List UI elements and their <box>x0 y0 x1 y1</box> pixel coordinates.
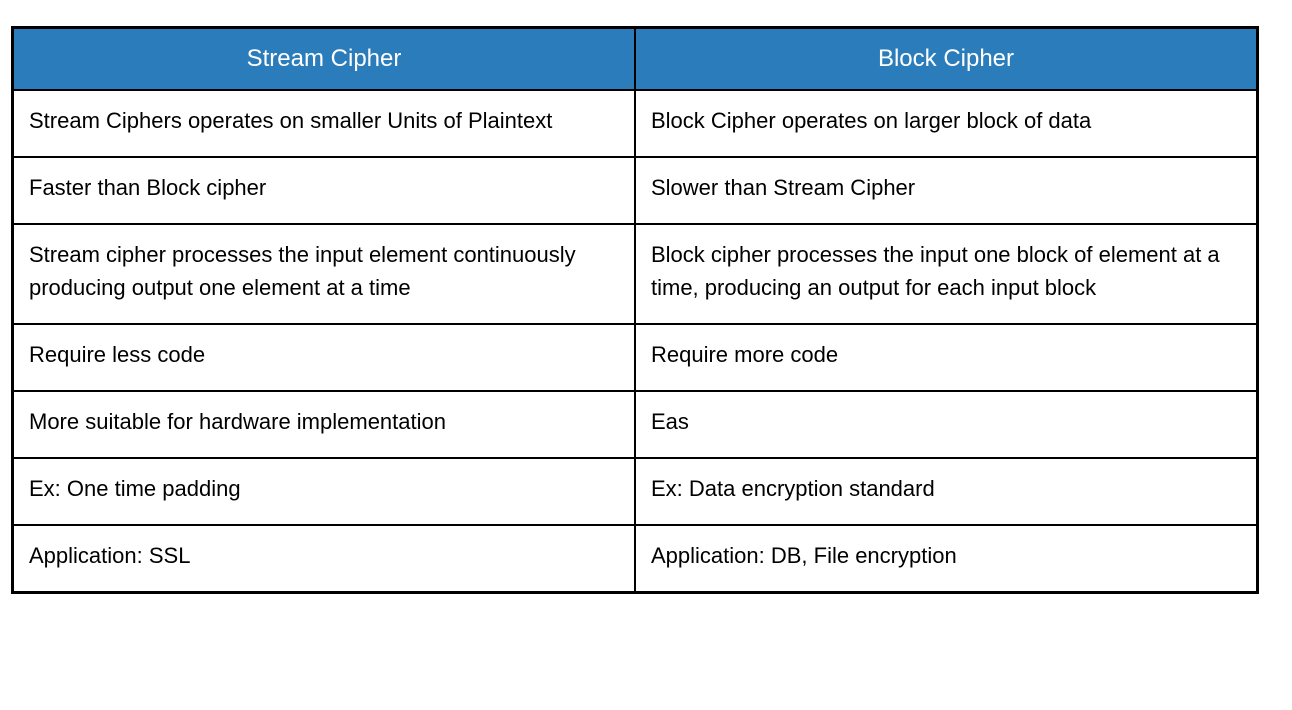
page: Stream Cipher Block Cipher Stream Cipher… <box>0 26 1292 710</box>
table-cell: Eas <box>634 390 1259 459</box>
table-cell: Application: SSL <box>11 524 636 594</box>
table-cell: Ex: Data encryption standard <box>634 457 1259 526</box>
header-cell-block-cipher: Block Cipher <box>634 26 1259 91</box>
table-body: Stream Ciphers operates on smaller Units… <box>11 89 1259 594</box>
table-cell: Stream Ciphers operates on smaller Units… <box>11 89 636 158</box>
table-cell: Stream cipher processes the input elemen… <box>11 223 636 325</box>
table-row: Stream Ciphers operates on smaller Units… <box>11 89 1259 158</box>
table-cell: Ex: One time padding <box>11 457 636 526</box>
table-cell: Require less code <box>11 323 636 392</box>
table-cell: Application: DB, File encryption <box>634 524 1259 594</box>
table-cell: Require more code <box>634 323 1259 392</box>
table-cell: Block cipher processes the input one blo… <box>634 223 1259 325</box>
table-cell: Slower than Stream Cipher <box>634 156 1259 225</box>
table-cell: Faster than Block cipher <box>11 156 636 225</box>
header-cell-stream-cipher: Stream Cipher <box>11 26 636 91</box>
table-cell: Block Cipher operates on larger block of… <box>634 89 1259 158</box>
header-row: Stream Cipher Block Cipher <box>11 26 1259 91</box>
cipher-comparison-table: Stream Cipher Block Cipher Stream Cipher… <box>11 26 1259 594</box>
table-row: Stream cipher processes the input elemen… <box>11 223 1259 325</box>
table-cell: More suitable for hardware implementatio… <box>11 390 636 459</box>
table-row: More suitable for hardware implementatio… <box>11 390 1259 459</box>
